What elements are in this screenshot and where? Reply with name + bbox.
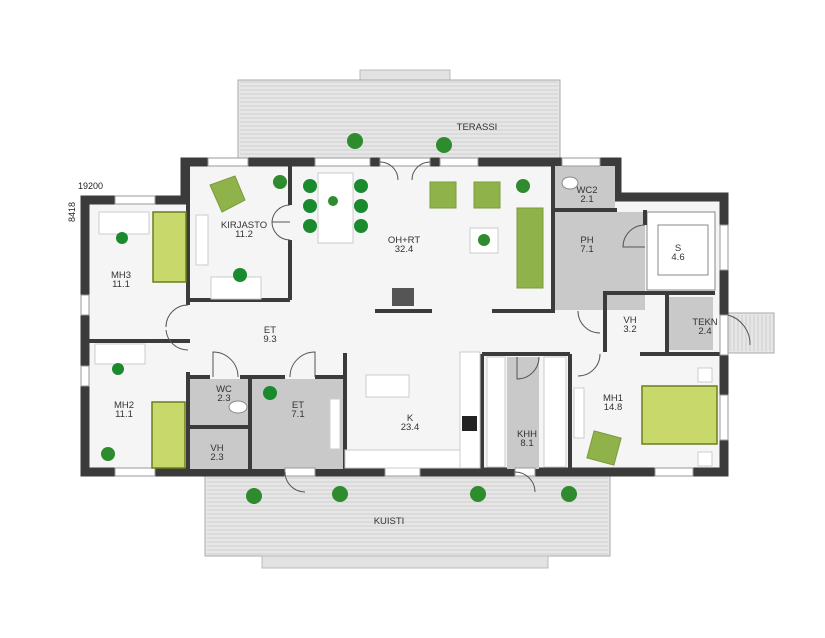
windows: [80, 157, 729, 477]
room-area-oh_rt: 32.4: [395, 244, 414, 255]
room-area-kirjasto: 11.2: [235, 229, 253, 240]
terrace-label: TERASSI: [457, 122, 498, 133]
room-name-tekn: TEKN: [692, 317, 717, 328]
depth-dimension: 8418: [67, 202, 77, 222]
room-area-ph: 7.1: [580, 244, 593, 255]
room-area-s: 4.6: [671, 252, 684, 263]
room-name-oh_rt: OH+RT: [388, 235, 420, 246]
room-name-wc2: WC2: [576, 185, 597, 196]
room-area-vh1: 2.3: [210, 452, 223, 463]
room-area-et2: 7.1: [291, 409, 304, 420]
room-name-khh: KHH: [517, 429, 537, 440]
room-area-wc2: 2.1: [580, 194, 593, 205]
room-name-vh2: VH: [623, 315, 636, 326]
room-area-mh1: 14.8: [604, 402, 623, 413]
room-area-tekn: 2.4: [698, 326, 711, 337]
room-name-mh1: MH1: [603, 393, 623, 404]
room-name-et2: ET: [292, 400, 304, 411]
interior-walls: [85, 162, 724, 472]
doors: [165, 161, 751, 493]
room-name-wc: WC: [216, 384, 232, 395]
furniture: [94, 172, 718, 469]
room-area-vh2: 3.2: [623, 324, 636, 335]
room-name-mh3: MH3: [111, 270, 131, 281]
room-area-mh2: 11.1: [115, 409, 133, 420]
room-area-k: 23.4: [401, 422, 420, 433]
room-area-et1: 9.3: [263, 334, 276, 345]
room-name-s: S: [675, 243, 681, 254]
terrace: [237, 69, 561, 161]
room-labels: KIRJASTO11.2MH311.1OH+RT32.4ET9.3MH211.1…: [111, 185, 718, 463]
room-name-vh1: VH: [210, 443, 223, 454]
room-name-kirjasto: KIRJASTO: [221, 220, 267, 231]
room-name-ph: PH: [580, 235, 593, 246]
room-name-et1: ET: [264, 325, 276, 336]
room-area-khh: 8.1: [520, 438, 533, 449]
room-area-wc: 2.3: [217, 393, 230, 404]
room-area-mh3: 11.1: [112, 279, 130, 290]
plants: [101, 133, 577, 504]
porch-label: KUISTI: [374, 516, 405, 527]
width-dimension: 19200: [78, 181, 103, 191]
room-name-mh2: MH2: [114, 400, 134, 411]
side-steps: [727, 312, 775, 354]
room-name-k: K: [407, 413, 414, 424]
porch: [204, 475, 611, 569]
